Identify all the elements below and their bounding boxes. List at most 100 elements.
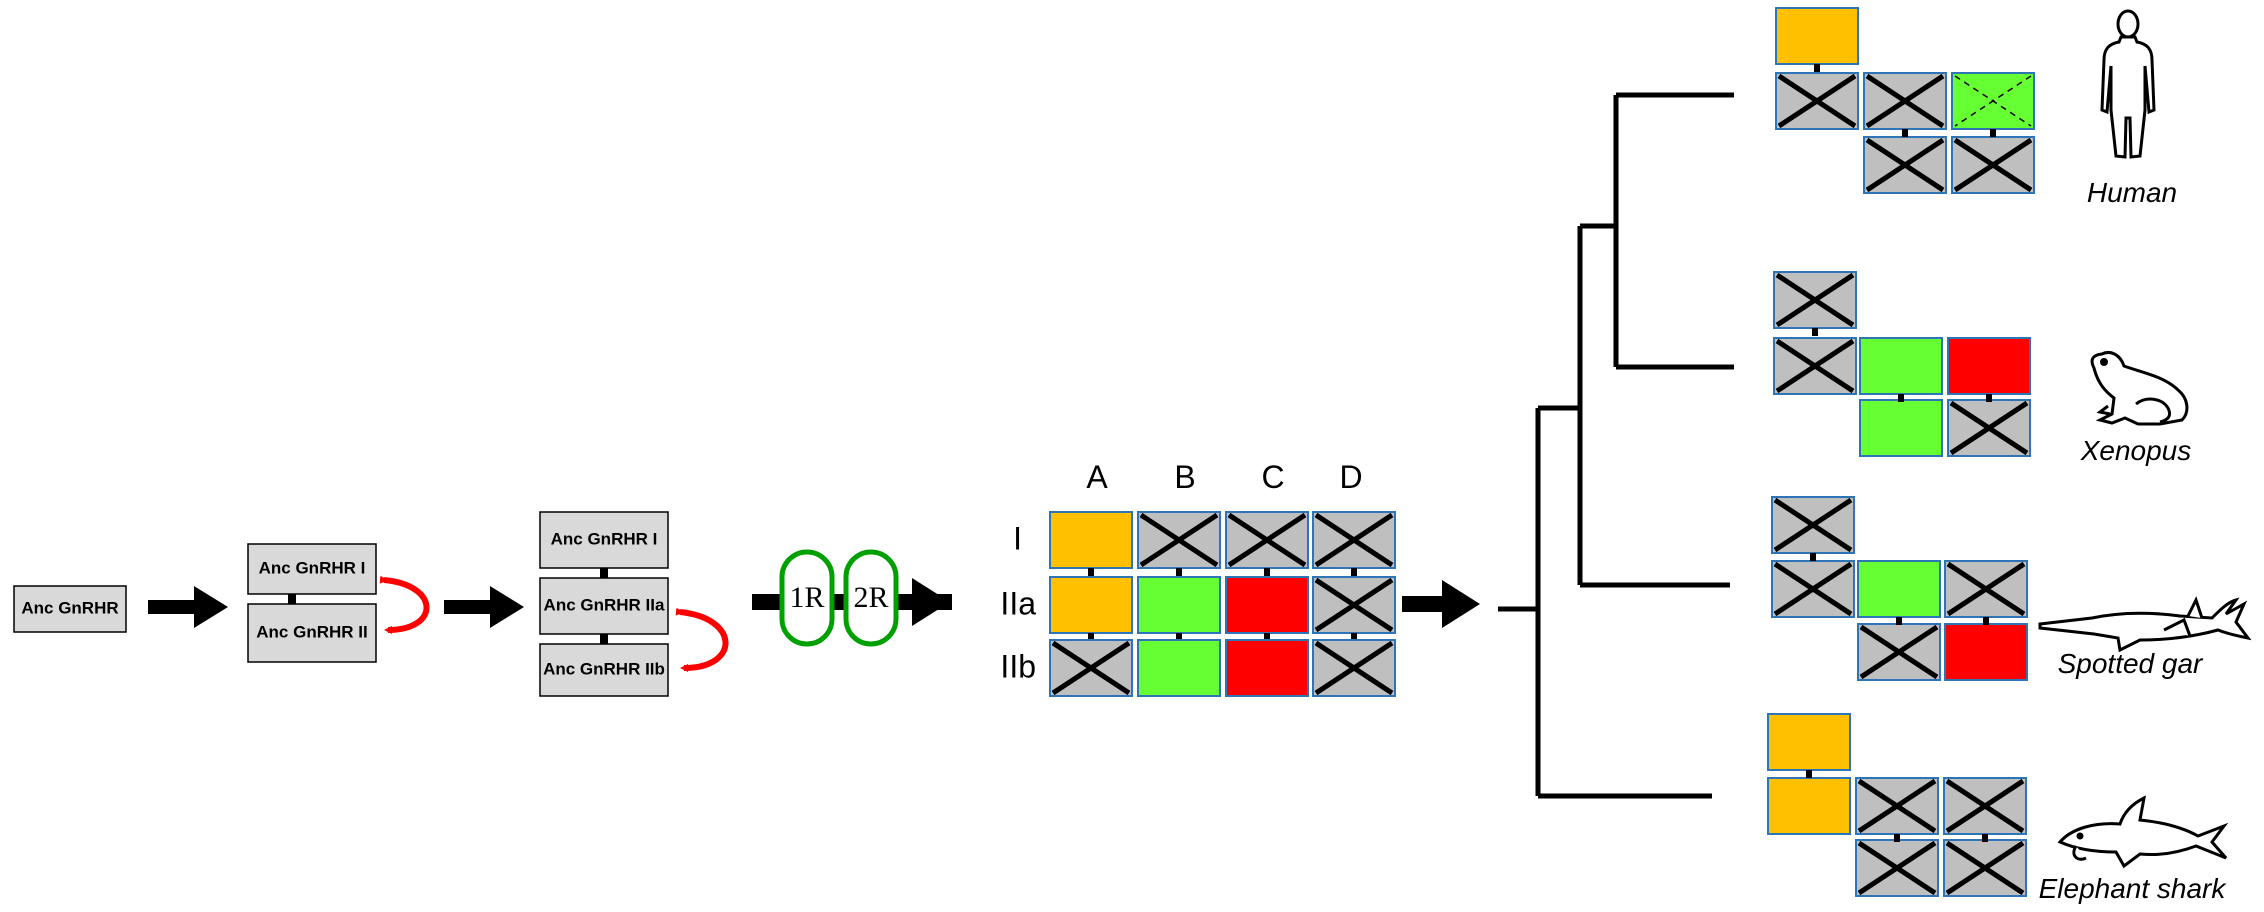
- gene-loss-cross-icon: [1857, 840, 1937, 896]
- gene-loss-cross-icon: [1314, 512, 1394, 568]
- species-gene-set: [1773, 271, 2031, 457]
- linkage-connector: [1088, 633, 1094, 641]
- gene-cell-green: [1859, 337, 1943, 395]
- gene-cell-orange: [1775, 7, 1859, 65]
- column-header-b: B: [1174, 459, 1195, 495]
- row-label-i: I: [1013, 520, 1022, 556]
- gene-loss-cross-icon: [1051, 640, 1131, 696]
- shark-icon: [2057, 795, 2229, 869]
- linkage-connector: [1351, 633, 1357, 641]
- gene-loss-cross-icon: [1227, 512, 1307, 568]
- linkage-connector: [1990, 129, 1996, 137]
- gene-cell-lost: [1857, 623, 1941, 681]
- gar-fish-icon: [2038, 596, 2252, 653]
- gene-loss-cross-icon: [1865, 137, 1945, 193]
- linkage-connector: [1902, 129, 1908, 137]
- linkage-connector: [1896, 617, 1902, 625]
- linkage-connector: [600, 634, 608, 644]
- row-label-iia: IIa: [1000, 585, 1036, 621]
- linkage-connector: [1814, 64, 1820, 72]
- paralogon-matrix: A B C D I IIa IIb: [1000, 459, 1396, 697]
- gene-cell-green: [1857, 560, 1941, 618]
- gene-cell-lost: [1947, 399, 2031, 457]
- gene-loss-cross-icon: [1314, 577, 1394, 633]
- gene-loss-cross-icon: [1314, 640, 1394, 696]
- duplication-arrow-icon: [379, 575, 430, 634]
- gene-cell-lost: [1049, 639, 1133, 697]
- species-label-human: Human: [2087, 177, 2177, 208]
- anc-gnrhr-ii-label: Anc GnRHR II: [256, 622, 367, 641]
- gene-cell-red: [1944, 623, 2028, 681]
- linkage-connector: [1176, 568, 1182, 576]
- gene-loss-cross-icon: [1773, 561, 1853, 617]
- linkage-connector: [600, 568, 608, 578]
- phylogenetic-tree: [1498, 92, 1734, 799]
- gene-loss-cross-icon: [1945, 778, 2025, 834]
- gene-loss-cross-icon: [1865, 73, 1945, 129]
- gene-cell-lost: [1943, 777, 2027, 835]
- gene-loss-cross-icon: [1945, 840, 2025, 896]
- species-gene-set: [1775, 7, 2035, 194]
- gene-loss-cross-icon: [1953, 137, 2033, 193]
- wgd-2r-ring: [843, 549, 899, 647]
- gene-cell-orange: [1767, 713, 1851, 771]
- linkage-connector: [1898, 394, 1904, 402]
- linkage-connector: [1894, 834, 1900, 842]
- arrow-icon: [148, 586, 228, 628]
- gene-cell-lost: [1312, 511, 1396, 569]
- linkage-connector: [1806, 770, 1812, 778]
- gene-cell-orange: [1767, 777, 1851, 835]
- gene-cell-lost: [1944, 560, 2028, 618]
- gene-cell-lost: [1775, 72, 1859, 130]
- linkage-connector: [288, 594, 296, 604]
- linkage-connector: [1264, 633, 1270, 641]
- column-header-d: D: [1339, 459, 1362, 495]
- gene-cell-lost: [1771, 496, 1855, 554]
- linkage-connector: [1983, 617, 1989, 625]
- gene-loss-cross-icon: [1949, 400, 2029, 456]
- gene-loss-cross-icon: [1773, 497, 1853, 553]
- gene-cell-lost: [1863, 72, 1947, 130]
- gene-cell-lost: [1771, 560, 1855, 618]
- gene-cell-red: [1225, 639, 1309, 697]
- frog-icon: [2090, 351, 2189, 426]
- gene-cell-green-pseudo: [1951, 72, 2035, 130]
- species-label-xenopus: Xenopus: [2080, 435, 2192, 466]
- gene-loss-cross-icon: [1857, 778, 1937, 834]
- pseudogene-cross-icon: [1954, 75, 2032, 127]
- human-silhouette-icon: [2100, 9, 2156, 159]
- gene-cell-lost: [1137, 511, 1221, 569]
- anc-gnrhr-i-label: Anc GnRHR I: [259, 558, 366, 577]
- gene-cell-lost: [1855, 839, 1939, 897]
- wgd-arrow: 1R 2R: [752, 549, 952, 647]
- row-label-iib: IIb: [1000, 648, 1036, 684]
- species-gene-set: [1771, 496, 2028, 681]
- species-label-spotted-gar: Spotted gar: [2058, 648, 2204, 679]
- gene-cell-orange: [1049, 511, 1133, 569]
- gene-cell-green: [1137, 639, 1221, 697]
- linkage-connector: [1264, 568, 1270, 576]
- linkage-connector: [1986, 394, 1992, 402]
- wgd-2r-label: 2R: [853, 581, 888, 614]
- anc-gnrhr-label: Anc GnRHR: [21, 598, 118, 617]
- species-label-elephant-shark: Elephant shark: [2039, 873, 2228, 904]
- linkage-connector: [1351, 568, 1357, 576]
- gene-loss-cross-icon: [1777, 73, 1857, 129]
- linkage-connector: [1812, 328, 1818, 336]
- anc-gnrhr-i-box: Anc GnRHR I: [247, 543, 377, 595]
- gene-cell-orange: [1049, 576, 1133, 634]
- gene-loss-cross-icon: [1859, 624, 1939, 680]
- linkage-connector: [1088, 568, 1094, 576]
- gene-loss-cross-icon: [1775, 338, 1855, 394]
- gene-cell-green: [1137, 576, 1221, 634]
- anc-gnrhr-ii-box: Anc GnRHR II: [247, 603, 377, 663]
- wgd-1r-label: 1R: [789, 581, 824, 614]
- gene-cell-red: [1225, 576, 1309, 634]
- anc-gnrhr-i-label: Anc GnRHR I: [551, 529, 658, 548]
- arrow-icon: [444, 586, 524, 628]
- gene-loss-cross-icon: [1775, 272, 1855, 328]
- arrow-icon: [1402, 580, 1480, 628]
- gene-loss-cross-icon: [1139, 512, 1219, 568]
